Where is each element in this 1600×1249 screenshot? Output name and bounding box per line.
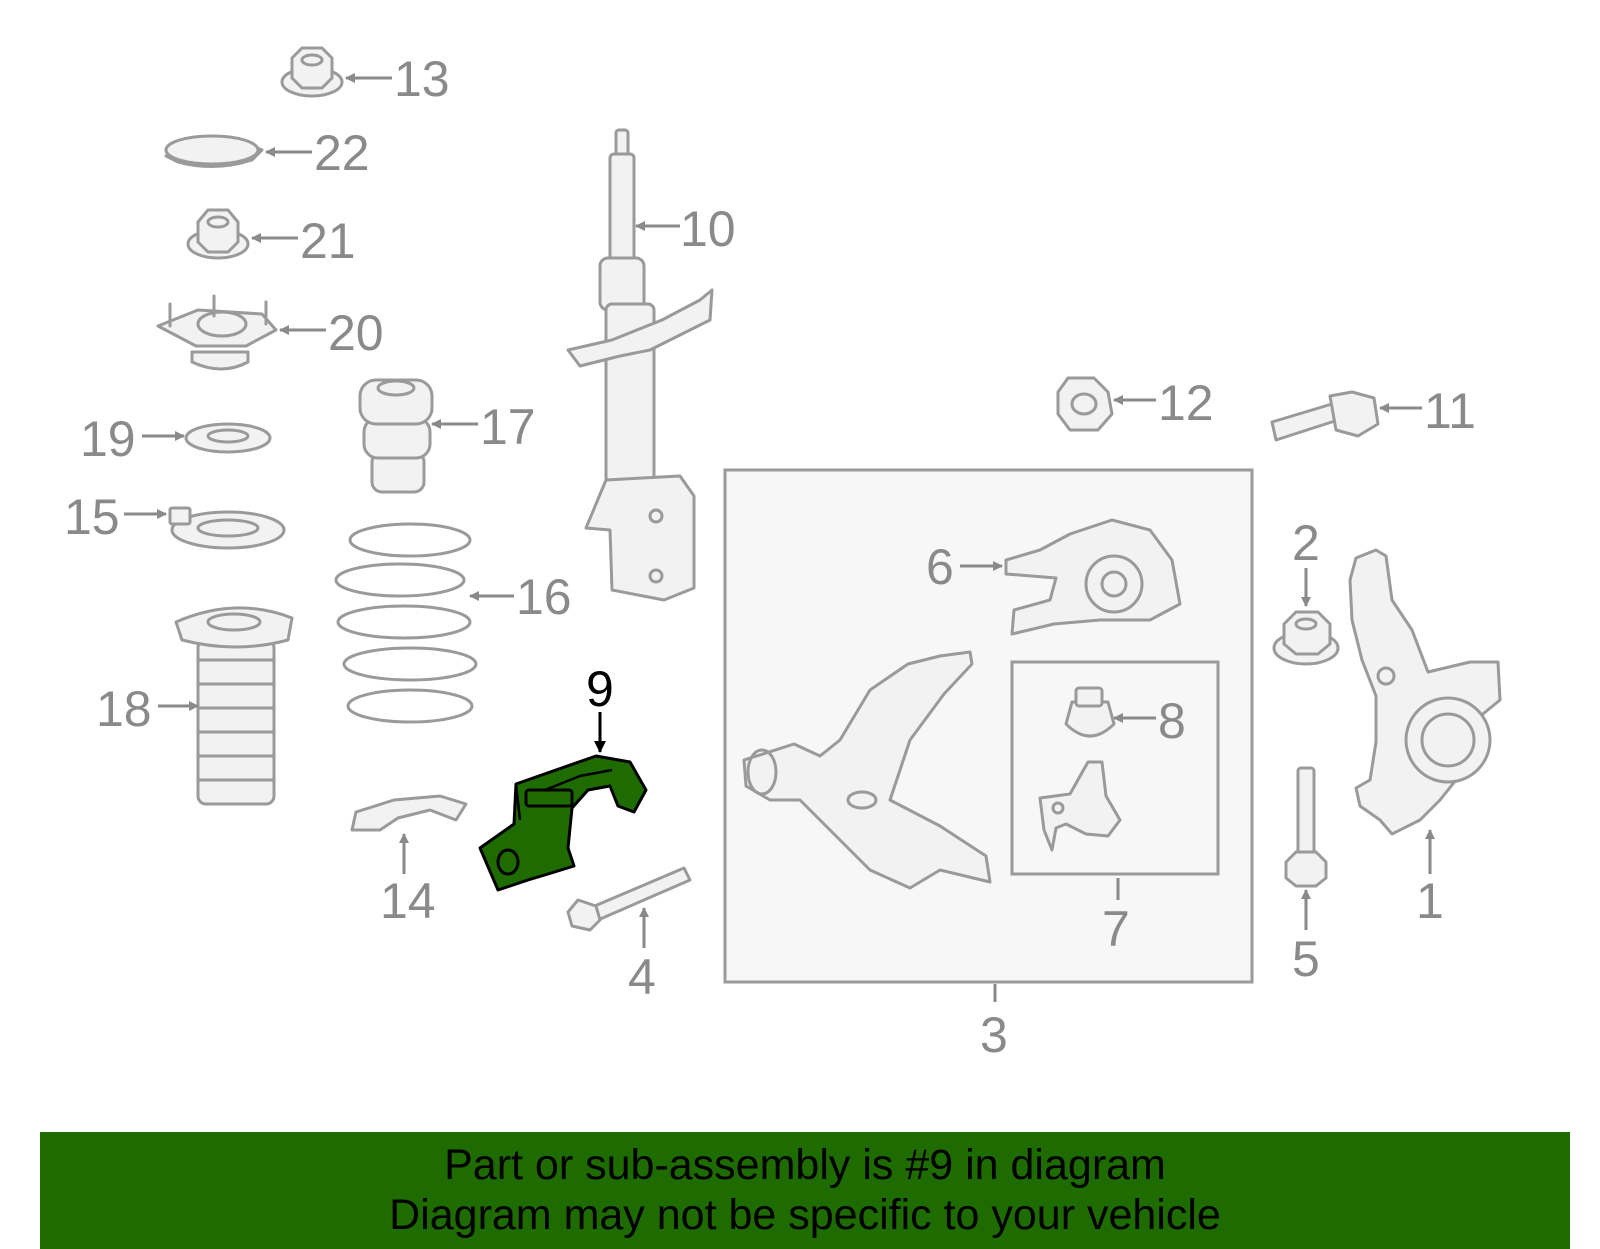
part-18-boot: 18 <box>96 606 294 806</box>
callout-3: 3 <box>980 1007 1008 1063</box>
callout-13: 13 <box>394 51 450 107</box>
part-9-bracket: 9 <box>478 661 648 892</box>
part-10-strut: 10 <box>566 128 736 602</box>
part-14-clip: 14 <box>350 794 468 929</box>
part-13-flange-nut: 13 <box>280 46 450 107</box>
part-21-nut: 21 <box>186 208 356 269</box>
callout-9: 9 <box>586 661 614 717</box>
part-15-insulator: 15 <box>64 489 286 550</box>
callout-1: 1 <box>1416 873 1444 929</box>
part-20-strut-mount: 20 <box>156 294 384 371</box>
callout-22: 22 <box>314 125 370 181</box>
callout-20: 20 <box>328 305 384 361</box>
callout-11: 11 <box>1424 383 1476 439</box>
callout-6: 6 <box>926 539 954 595</box>
parts-diagram: 13 22 21 20 19 17 <box>64 46 1502 1063</box>
callout-15: 15 <box>64 489 120 545</box>
callout-21: 21 <box>300 213 356 269</box>
part-4-bolt: 4 <box>566 866 692 1005</box>
banner-line-1: Part or sub-assembly is #9 in diagram <box>444 1141 1166 1189</box>
callout-5: 5 <box>1292 931 1320 987</box>
part-17-bump-stop: 17 <box>358 378 536 494</box>
callout-14: 14 <box>380 873 436 929</box>
part-7-ball-joint: 7 <box>1038 760 1130 957</box>
info-banner: Part or sub-assembly is #9 in diagram Di… <box>40 1132 1570 1249</box>
callout-10: 10 <box>680 201 736 257</box>
banner-line-2: Diagram may not be specific to your vehi… <box>389 1191 1221 1239</box>
callout-19: 19 <box>80 411 136 467</box>
callout-17: 17 <box>480 399 536 455</box>
callout-4: 4 <box>628 949 656 1005</box>
part-8-nut: 8 <box>1064 686 1186 749</box>
callout-7: 7 <box>1102 901 1130 957</box>
part-5-bolt: 5 <box>1284 766 1328 987</box>
callout-12: 12 <box>1158 375 1214 431</box>
part-22-cap: 22 <box>164 125 370 181</box>
part-11-bolt: 11 <box>1270 383 1476 442</box>
part-2-nut: 2 <box>1272 515 1340 666</box>
part-3-lower-arm-assembly: 6 8 7 3 <box>723 468 1254 1063</box>
callout-16: 16 <box>516 569 572 625</box>
part-6-bushing: 6 <box>926 518 1182 636</box>
part-16-coil-spring: 16 <box>334 522 572 724</box>
callout-18: 18 <box>96 681 152 737</box>
part-19-seat: 19 <box>80 411 272 467</box>
callout-2: 2 <box>1292 515 1320 571</box>
part-1-knuckle: 1 <box>1348 548 1502 929</box>
part-12-nut: 12 <box>1056 375 1214 432</box>
callout-8: 8 <box>1158 693 1186 749</box>
